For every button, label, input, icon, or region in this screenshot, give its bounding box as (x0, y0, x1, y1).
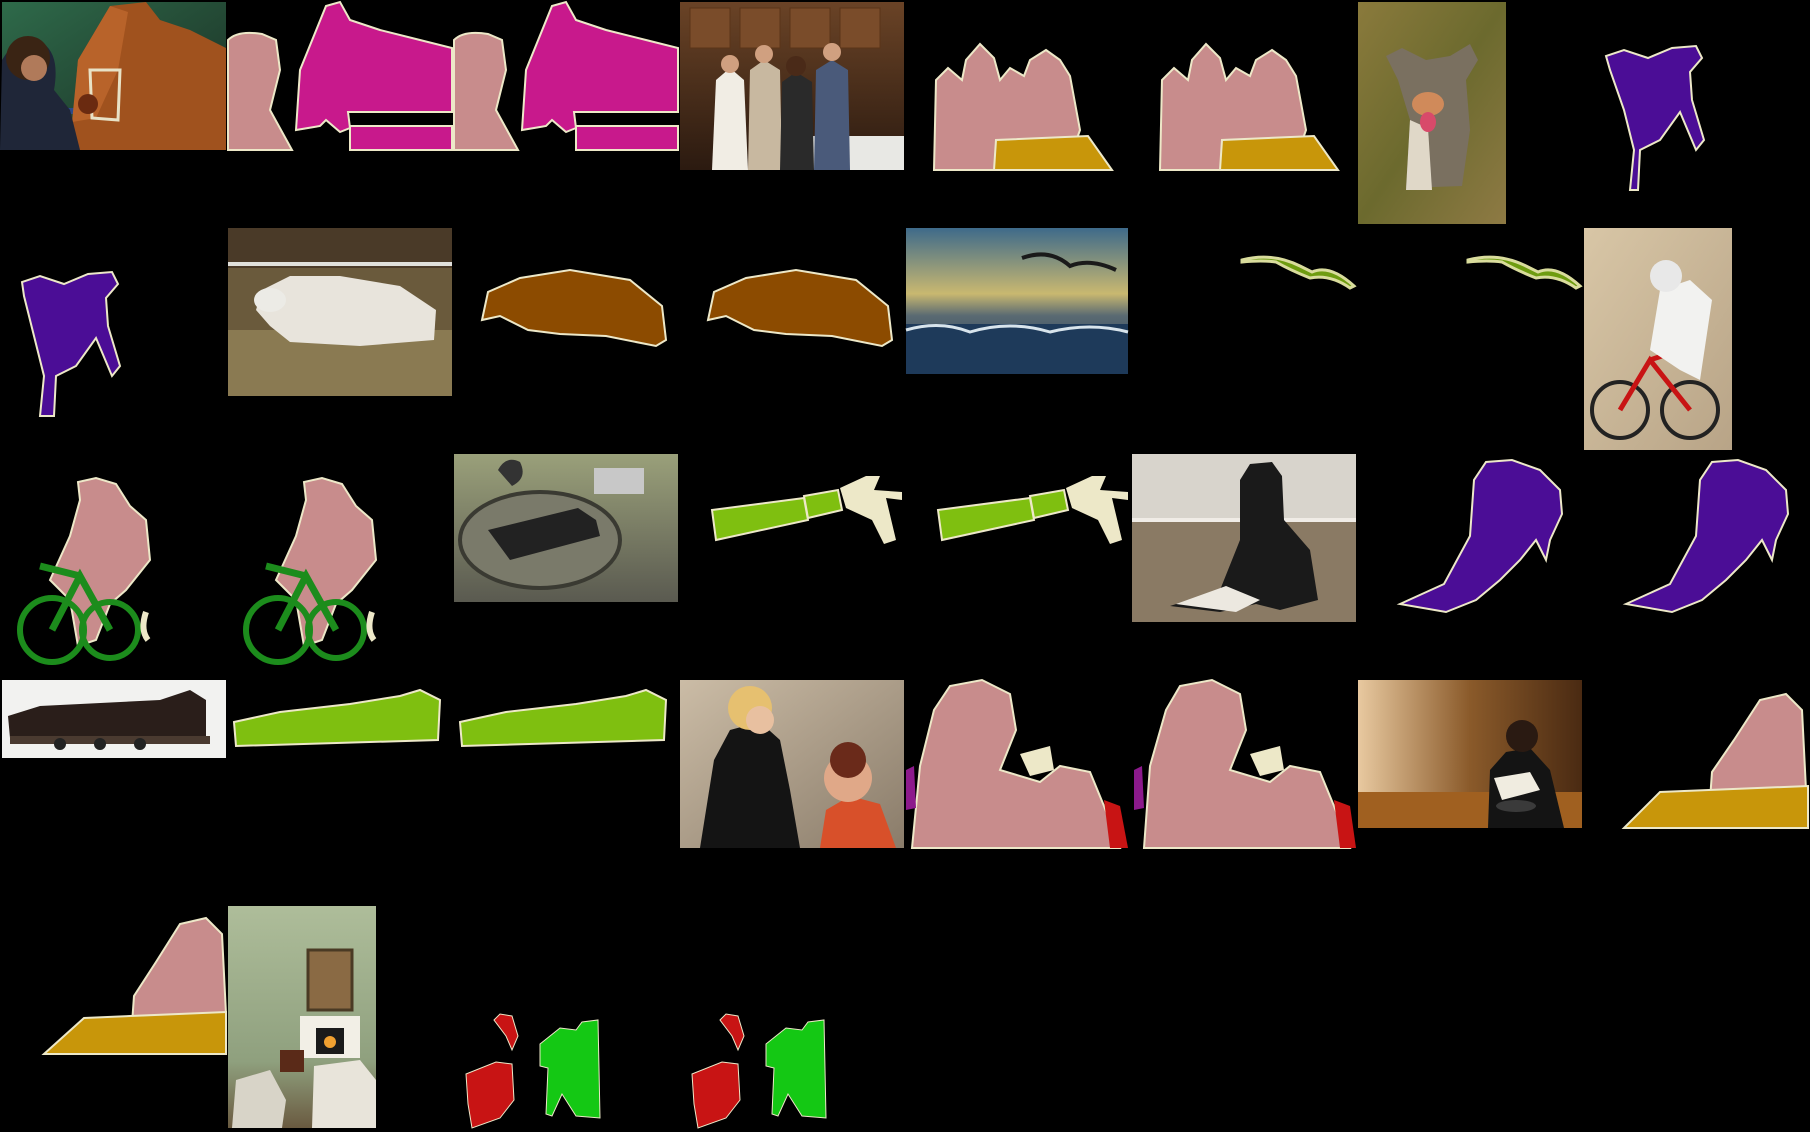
photo-cyclist-on-track (1584, 228, 1732, 450)
mask-makeup-people-gt (906, 678, 1128, 849)
mask-reader-table-pred (41, 916, 228, 1055)
mask-dog-gt (1604, 44, 1706, 191)
photo-dog-lying-on-carpet (1132, 454, 1356, 622)
mask-person-horse-pred (453, 0, 679, 151)
mask-chair-plant-gt (465, 1013, 601, 1129)
mask-locomotive-gt (232, 688, 442, 748)
photo-train-on-turntable (454, 454, 678, 602)
mask-sheep-pred (706, 268, 894, 348)
mask-dog-lying-gt (1396, 458, 1564, 614)
photo-dog-on-grass (1358, 2, 1506, 224)
mask-people-table-pred (1158, 42, 1340, 171)
photo-makeup-application (680, 680, 904, 848)
mask-people-table-gt (932, 42, 1114, 171)
mask-reader-table-gt (1621, 692, 1809, 829)
mask-makeup-people-pred (1134, 678, 1356, 849)
mask-bird-gt (1240, 255, 1357, 290)
mask-person-horse-gt (227, 0, 453, 151)
mask-bird-pred (1466, 255, 1583, 290)
mask-train-gt (710, 476, 902, 544)
mask-chair-plant-pred (691, 1013, 827, 1129)
mask-cyclist-bicycle-gt (17, 476, 152, 665)
photo-woman-with-horse (0, 2, 226, 150)
photo-living-room (228, 906, 376, 1128)
mask-dog-pred (20, 270, 122, 417)
photo-woman-reading (1358, 680, 1582, 828)
photo-people-in-kitchen (680, 2, 904, 170)
photo-sheep-on-straw (228, 228, 452, 396)
mask-dog-lying-pred (1622, 458, 1790, 614)
mask-sheep-gt (480, 268, 668, 348)
mask-cyclist-bicycle-pred (243, 476, 378, 665)
mask-train-pred (936, 476, 1128, 544)
photo-bird-over-sea (905, 228, 1129, 374)
photo-black-locomotive (2, 680, 226, 758)
mask-locomotive-pred (458, 688, 668, 748)
